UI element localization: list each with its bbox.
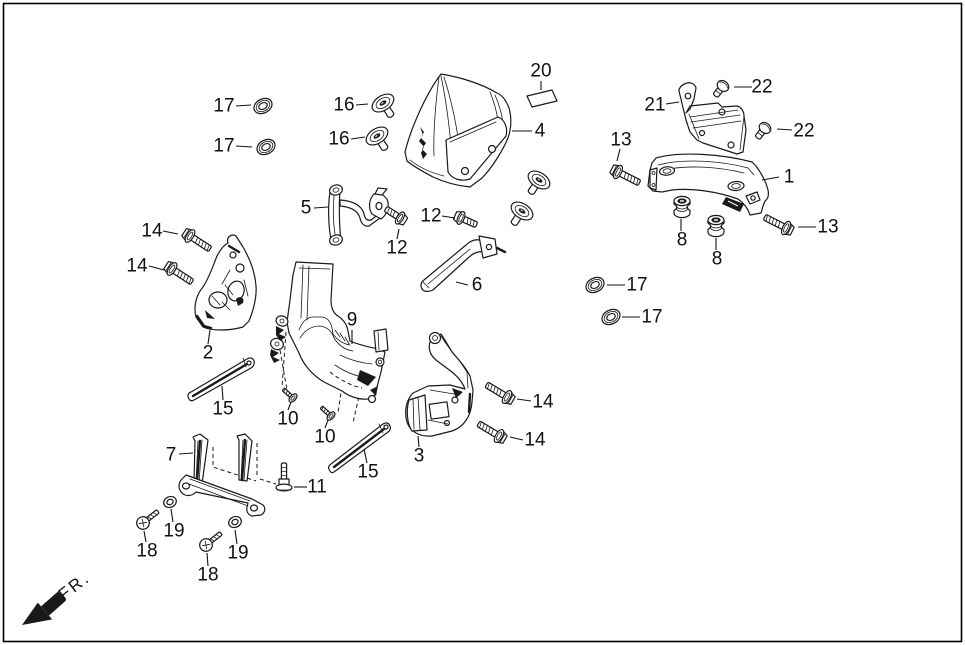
callout-label-10: 10 bbox=[277, 409, 298, 430]
callout-leader-16 bbox=[355, 103, 369, 106]
part-1-stay-bracket bbox=[647, 153, 769, 216]
callout-leader-10 bbox=[287, 401, 292, 411]
part-7-bracket bbox=[178, 433, 277, 517]
callout-label-8: 8 bbox=[712, 249, 723, 270]
callout-label-2: 2 bbox=[203, 343, 214, 364]
callout-leader-12 bbox=[396, 228, 400, 240]
callout-leader-19 bbox=[234, 529, 238, 545]
callout-label-7: 7 bbox=[166, 445, 177, 466]
fr-arrow-shaft bbox=[41, 591, 66, 616]
callout-label-21: 21 bbox=[644, 95, 665, 116]
callout-leader-19 bbox=[170, 508, 174, 523]
callout-leader-14 bbox=[162, 230, 179, 235]
callout-leader-6 bbox=[455, 281, 469, 286]
part-20-film bbox=[526, 89, 558, 108]
callout-leader-14 bbox=[148, 265, 165, 271]
callout-label-13: 13 bbox=[817, 217, 838, 238]
callout-label-14: 14 bbox=[126, 256, 148, 277]
callout-leader-13 bbox=[616, 148, 621, 162]
callout-leader-17 bbox=[235, 145, 253, 148]
callout-label-15: 15 bbox=[212, 399, 233, 420]
callout-leader-1 bbox=[761, 176, 780, 181]
callout-label-16: 16 bbox=[333, 95, 354, 116]
callout-label-9: 9 bbox=[347, 310, 358, 331]
callout-leader-16 bbox=[350, 136, 366, 140]
callout-leader-10 bbox=[324, 419, 329, 429]
callout-label-16: 16 bbox=[328, 129, 349, 150]
callout-label-14: 14 bbox=[524, 430, 546, 451]
part-5-bracket bbox=[328, 184, 389, 246]
callout-label-12: 12 bbox=[420, 206, 441, 227]
part-11-bolt bbox=[275, 462, 293, 492]
part-6-arm bbox=[420, 235, 507, 292]
callout-leader-5 bbox=[313, 206, 329, 209]
callout-label-19: 19 bbox=[163, 521, 184, 542]
callout-label-13: 13 bbox=[610, 130, 631, 151]
callout-label-14: 14 bbox=[532, 392, 554, 413]
part-9-panel bbox=[270, 261, 389, 424]
callout-label-3: 3 bbox=[414, 446, 425, 467]
callout-leader-15 bbox=[363, 448, 368, 464]
callout-label-11: 11 bbox=[307, 477, 327, 498]
part-8-grommet bbox=[673, 195, 691, 219]
part-8-grommet bbox=[707, 214, 725, 238]
callout-leader-15 bbox=[221, 385, 224, 401]
callout-leader-7 bbox=[178, 452, 194, 455]
callout-leader-21 bbox=[665, 101, 680, 105]
part-3-bracket bbox=[405, 331, 474, 437]
callout-label-8: 8 bbox=[677, 230, 688, 251]
callout-label-17: 17 bbox=[626, 275, 647, 296]
callout-label-17: 17 bbox=[213, 96, 234, 117]
part-15-strip bbox=[328, 422, 391, 474]
callout-leader-22 bbox=[776, 128, 793, 131]
part-4-windshield bbox=[404, 73, 512, 188]
callout-label-5: 5 bbox=[301, 198, 312, 219]
callout-label-14: 14 bbox=[141, 221, 163, 242]
part-15-strip bbox=[187, 357, 255, 402]
callout-label-18: 18 bbox=[197, 565, 218, 586]
callout-leader-12 bbox=[441, 215, 456, 219]
callout-leader-14 bbox=[516, 398, 532, 402]
callout-leader-17 bbox=[235, 104, 252, 107]
callout-label-10: 10 bbox=[314, 427, 335, 448]
fr-arrow-head bbox=[22, 602, 53, 625]
callout-label-17: 17 bbox=[213, 136, 234, 157]
callout-label-19: 19 bbox=[227, 543, 248, 564]
callout-label-20: 20 bbox=[530, 61, 551, 82]
callout-label-15: 15 bbox=[357, 462, 378, 483]
callout-label-18: 18 bbox=[136, 541, 157, 562]
callout-label-22: 22 bbox=[793, 121, 814, 142]
callout-label-4: 4 bbox=[535, 121, 546, 142]
part-2-bracket bbox=[194, 234, 257, 331]
callout-leader-2 bbox=[207, 329, 211, 345]
callout-leader-14 bbox=[509, 436, 524, 441]
callout-label-22: 22 bbox=[751, 77, 772, 98]
callout-label-6: 6 bbox=[472, 275, 483, 296]
callout-leader-18 bbox=[143, 530, 147, 543]
part-21-bracket bbox=[678, 82, 747, 155]
callout-leader-18 bbox=[206, 552, 209, 567]
callout-label-12: 12 bbox=[386, 238, 407, 259]
callout-leader-3 bbox=[417, 435, 420, 448]
callout-label-17: 17 bbox=[641, 307, 662, 328]
callout-label-1: 1 bbox=[784, 167, 795, 188]
